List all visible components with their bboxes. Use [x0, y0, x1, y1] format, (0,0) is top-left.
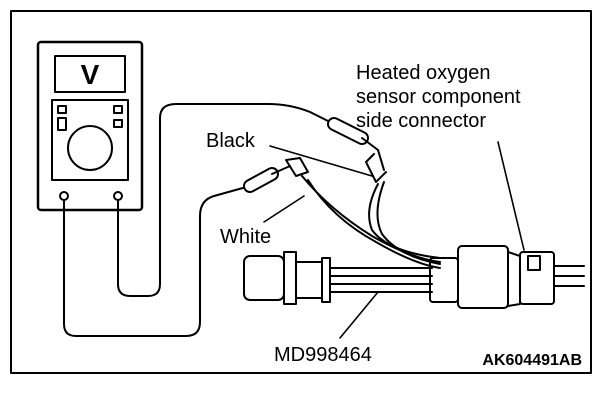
- white-leader: [263, 195, 305, 223]
- figure-code: AK604491AB: [482, 352, 582, 369]
- mode-switch-icon: [113, 105, 123, 114]
- black-probe-wire-b: [376, 181, 441, 265]
- white-probe-wire-b: [307, 179, 441, 269]
- figure-frame: [10, 10, 592, 374]
- black-lead-label: Black: [206, 130, 256, 152]
- voltage-symbol: V: [81, 59, 100, 90]
- test-harness: [243, 245, 585, 309]
- mode-switch-icon: [57, 105, 67, 114]
- white-lead-label: White: [220, 226, 271, 248]
- harness-right-connector: [429, 245, 585, 309]
- com-terminal: [59, 191, 69, 201]
- leader-lines: [263, 141, 525, 339]
- connector-lock-tab: [527, 255, 541, 271]
- connector-label-line3: side connector: [356, 110, 486, 132]
- multimeter-body: [36, 40, 144, 212]
- sensor-side-connector: [519, 251, 555, 305]
- black-probe: [327, 117, 387, 183]
- white-probe-clip: [285, 157, 309, 177]
- black-probe-clip: [365, 153, 387, 183]
- multimeter-dial-panel: [51, 99, 129, 181]
- mode-switch-icon: [57, 117, 67, 131]
- white-probe-wire-a: [301, 175, 441, 263]
- multimeter-display: [54, 55, 126, 93]
- connector-label-line1: Heated oxygen: [356, 62, 491, 84]
- tool-number-label: MD998464: [274, 344, 372, 366]
- volt-terminal: [113, 191, 123, 201]
- white-probe: [243, 157, 309, 193]
- harness-bundle: [329, 267, 433, 293]
- multimeter: V: [36, 40, 144, 212]
- black-test-lead: [117, 103, 335, 297]
- connector-leader: [497, 141, 525, 251]
- labels: Heated oxygen sensor component side conn…: [206, 62, 582, 369]
- connector-label-line2: sensor component: [356, 86, 521, 108]
- test-leads: [63, 103, 441, 337]
- black-probe-wire-a: [368, 183, 441, 259]
- harness-left-connector: [243, 251, 331, 305]
- black-leader: [269, 145, 373, 177]
- multimeter-dial: [67, 125, 113, 171]
- white-test-lead: [63, 185, 251, 337]
- mode-switch-icon: [113, 119, 123, 128]
- tool-leader: [339, 291, 379, 339]
